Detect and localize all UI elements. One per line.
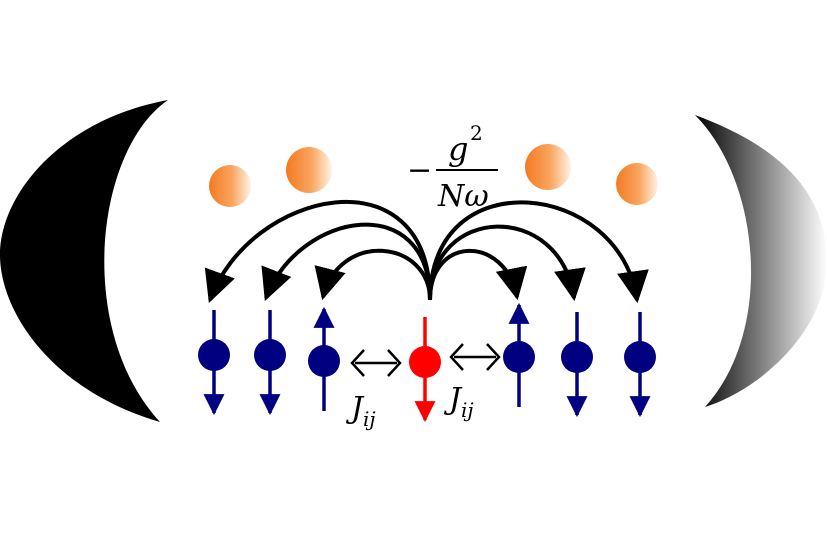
spin	[561, 312, 593, 418]
coupling-label-left: Jij	[345, 391, 376, 431]
mediated-coupling-arrows	[204, 199, 649, 304]
spin-particle	[624, 341, 656, 373]
nn-coupling-left	[350, 349, 402, 377]
mediated-arrow	[314, 248, 432, 301]
spin	[624, 312, 656, 418]
left-mirror	[0, 100, 168, 422]
photon	[286, 147, 332, 193]
photon	[616, 163, 658, 205]
spin-particle	[198, 339, 230, 371]
mediated-arrow	[261, 222, 432, 301]
photon-group	[209, 144, 658, 207]
formula-numerator: g	[448, 130, 468, 168]
spin	[198, 310, 230, 416]
photon	[209, 165, 251, 207]
mediated-arrow	[428, 224, 586, 302]
spin	[409, 317, 441, 423]
spin-particle	[254, 339, 286, 371]
spin-particle	[503, 341, 535, 373]
formula-denominator: Nω	[437, 179, 489, 214]
right-mirror	[695, 115, 827, 407]
spin	[308, 306, 340, 411]
spin-particle	[561, 341, 593, 373]
spin-chain	[198, 302, 656, 423]
coupling-label-right: Jij	[443, 382, 474, 422]
formula-numerator-exponent: 2	[470, 121, 483, 145]
mediated-arrow	[428, 200, 649, 304]
spin	[503, 302, 535, 407]
photon	[525, 144, 571, 190]
interaction-formula: − g 2 Nω	[407, 121, 498, 214]
spin-particle	[308, 345, 340, 377]
formula-sign: −	[407, 153, 432, 188]
spin-particle	[409, 346, 441, 378]
spin	[254, 310, 286, 416]
mediated-arrow	[428, 249, 528, 301]
nn-coupling-right	[449, 343, 501, 371]
mediated-arrow	[204, 199, 432, 304]
